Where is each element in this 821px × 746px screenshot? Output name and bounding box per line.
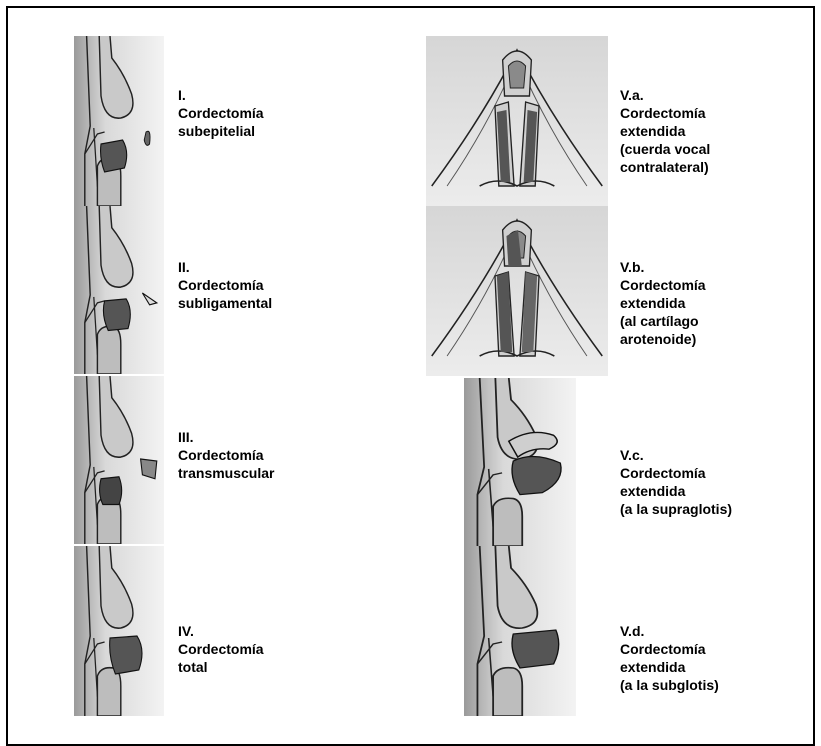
caption-line: Cordectomía bbox=[178, 640, 264, 658]
caption-line: extendida bbox=[620, 294, 706, 312]
caption-line: Cordectomía bbox=[178, 276, 272, 294]
caption-numeral: II. bbox=[178, 258, 272, 276]
diagram-cordectomy-type-ii bbox=[74, 206, 164, 374]
caption-line: Cordectomía bbox=[620, 464, 732, 482]
caption-type-ii: II. Cordectomía subligamental bbox=[178, 258, 272, 312]
caption-line: (cuerda vocal bbox=[620, 140, 710, 158]
caption-line: Cordectomía bbox=[178, 446, 274, 464]
diagram-cordectomy-type-iv bbox=[74, 546, 164, 716]
caption-line: contralateral) bbox=[620, 158, 710, 176]
caption-line: Cordectomía bbox=[620, 640, 719, 658]
caption-line: Cordectomía bbox=[178, 104, 264, 122]
caption-type-va: V.a. Cordectomía extendida (cuerda vocal… bbox=[620, 86, 710, 176]
caption-line: (al cartílago bbox=[620, 312, 706, 330]
caption-type-i: I. Cordectomía subepitelial bbox=[178, 86, 264, 140]
diagram-cordectomy-type-vc bbox=[464, 378, 576, 546]
caption-type-vb: V.b. Cordectomía extendida (al cartílago… bbox=[620, 258, 706, 348]
caption-type-iv: IV. Cordectomía total bbox=[178, 622, 264, 676]
caption-numeral: V.b. bbox=[620, 258, 706, 276]
caption-numeral: V.d. bbox=[620, 622, 719, 640]
caption-line: subligamental bbox=[178, 294, 272, 312]
caption-numeral: III. bbox=[178, 428, 274, 446]
diagram-cordectomy-type-i bbox=[74, 36, 164, 206]
caption-line: (a la supraglotis) bbox=[620, 500, 732, 518]
caption-line: Cordectomía bbox=[620, 276, 706, 294]
diagram-cordectomy-type-va bbox=[426, 36, 608, 206]
diagram-cordectomy-type-vd bbox=[464, 546, 576, 716]
caption-type-vd: V.d. Cordectomía extendida (a la subglot… bbox=[620, 622, 719, 694]
caption-line: extendida bbox=[620, 122, 710, 140]
caption-line: arotenoide) bbox=[620, 330, 706, 348]
caption-numeral: V.c. bbox=[620, 446, 732, 464]
caption-line: (a la subglotis) bbox=[620, 676, 719, 694]
caption-line: transmuscular bbox=[178, 464, 274, 482]
caption-line: Cordectomía bbox=[620, 104, 710, 122]
caption-numeral: IV. bbox=[178, 622, 264, 640]
caption-type-iii: III. Cordectomía transmuscular bbox=[178, 428, 274, 482]
caption-line: subepitelial bbox=[178, 122, 264, 140]
caption-numeral: I. bbox=[178, 86, 264, 104]
diagram-cordectomy-type-vb bbox=[426, 206, 608, 376]
caption-line: total bbox=[178, 658, 264, 676]
caption-line: extendida bbox=[620, 658, 719, 676]
caption-numeral: V.a. bbox=[620, 86, 710, 104]
caption-type-vc: V.c. Cordectomía extendida (a la supragl… bbox=[620, 446, 732, 518]
caption-line: extendida bbox=[620, 482, 732, 500]
diagram-cordectomy-type-iii bbox=[74, 376, 164, 544]
